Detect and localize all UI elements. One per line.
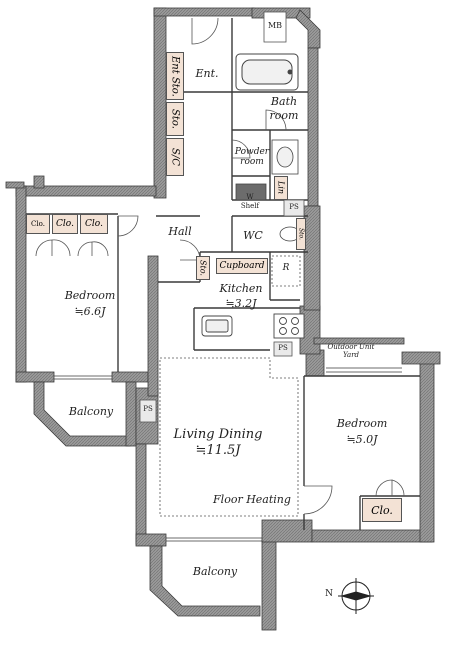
fridge-label: R bbox=[282, 263, 290, 273]
ps-boxes bbox=[139, 11, 305, 423]
door-swings bbox=[35, 17, 405, 515]
kitchen-storage: Sto. bbox=[196, 256, 210, 280]
dashed-areas bbox=[159, 255, 301, 517]
closet-1: Clo. bbox=[26, 214, 50, 234]
compass-icon bbox=[338, 578, 374, 614]
closet-2-label: Clo. bbox=[56, 219, 74, 229]
ps-label-mid: PS bbox=[143, 405, 153, 413]
ps-label-kitchen: PS bbox=[278, 344, 288, 352]
kitchen-storage-label: Sto. bbox=[198, 260, 208, 276]
entrance-label: Ent. bbox=[195, 67, 219, 80]
outdoor-unit-label-2: Yard bbox=[342, 351, 360, 359]
storage-box: Sto. bbox=[166, 102, 184, 136]
bath-label-2: room bbox=[269, 109, 299, 122]
outdoor-unit-label: Outdoor Unit bbox=[327, 343, 375, 351]
closet-east-label: Clo. bbox=[371, 503, 393, 517]
bedroom-east-label: Bedroom bbox=[336, 417, 388, 430]
powder-label-2: room bbox=[240, 157, 264, 167]
powder-label: Powder bbox=[234, 147, 270, 157]
linen-closet-label: Lin bbox=[276, 181, 286, 195]
shoe-closet-label: S/C bbox=[169, 148, 181, 166]
w-shelf-label-2: Shelf bbox=[240, 202, 260, 210]
kitchen-size-label: ≒3.2J bbox=[225, 297, 257, 310]
wc-storage: Sto. bbox=[296, 218, 306, 250]
cupboard: Cupboard bbox=[216, 258, 268, 274]
closet-east: Clo. bbox=[362, 498, 402, 522]
bath-fixtures bbox=[235, 53, 299, 91]
kitchen-fixtures bbox=[201, 313, 305, 339]
living-dining-size-label: ≒11.5J bbox=[195, 443, 241, 458]
floor-heating-label: Floor Heating bbox=[213, 493, 291, 506]
wc-label: WC bbox=[243, 229, 263, 242]
cupboard-label: Cupboard bbox=[219, 261, 265, 271]
ent-storage: Ent Sto. bbox=[166, 52, 184, 100]
closet-3-label: Clo. bbox=[85, 219, 103, 229]
bedroom-west-label: Bedroom bbox=[64, 289, 116, 302]
closet-1-label: Clo. bbox=[31, 220, 45, 228]
balcony-west-label: Balcony bbox=[68, 405, 114, 418]
storage-label: Sto. bbox=[169, 109, 181, 129]
interior-walls bbox=[26, 18, 420, 542]
powder-room-fixtures bbox=[235, 139, 299, 201]
hall-label: Hall bbox=[168, 225, 192, 238]
compass-north-label: N bbox=[325, 589, 333, 599]
shoe-closet: S/C bbox=[166, 138, 184, 176]
wc-storage-label: Sto. bbox=[297, 228, 305, 240]
bedroom-west-size-label: ≒6.6J bbox=[74, 305, 106, 318]
ps-label-top: PS bbox=[289, 203, 299, 211]
linen-closet: Lin bbox=[274, 176, 288, 200]
mb-label: MB bbox=[267, 21, 283, 30]
bedroom-east-size-label: ≒5.0J bbox=[346, 433, 378, 446]
closet-2: Clo. bbox=[52, 214, 78, 234]
kitchen-label: Kitchen bbox=[219, 282, 263, 295]
w-shelf-label: W bbox=[246, 193, 254, 201]
ent-storage-label: Ent Sto. bbox=[169, 55, 181, 97]
closet-3: Clo. bbox=[80, 214, 108, 234]
living-dining-label: Living Dining bbox=[173, 427, 263, 442]
bath-label: Bath bbox=[270, 95, 298, 108]
balcony-south-label: Balcony bbox=[192, 565, 238, 578]
